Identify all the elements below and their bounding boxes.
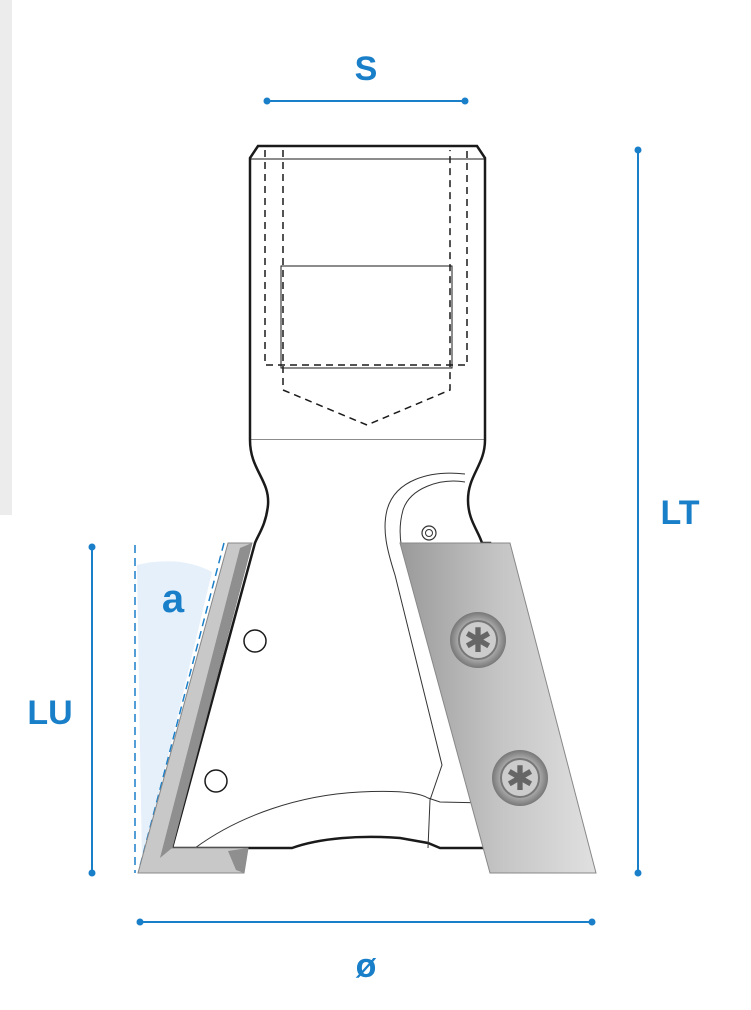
cutter-body	[170, 439, 492, 850]
angle-wedge	[137, 561, 212, 865]
shank	[248, 144, 487, 441]
pin	[421, 525, 437, 541]
torx-screw-icon: ✱	[492, 750, 548, 806]
svg-text:✱: ✱	[506, 760, 535, 798]
label-diameter: ø	[356, 947, 377, 985]
angle-reference-line	[138, 542, 225, 871]
hole	[204, 769, 228, 793]
side-panel-strip	[0, 0, 12, 515]
right-blade	[399, 542, 597, 874]
label-angle: a	[162, 577, 185, 621]
svg-text:✱: ✱	[464, 622, 493, 660]
label-lu: LU	[27, 694, 72, 732]
dimension-s	[263, 97, 469, 105]
dimension-lt	[634, 146, 642, 877]
left-blade-bevel	[160, 543, 252, 858]
left-blade-bevel-bottom	[228, 848, 248, 873]
pin-inner	[425, 529, 433, 537]
body-groove	[194, 790, 488, 849]
dimension-diameter	[136, 918, 596, 926]
hole	[243, 629, 267, 653]
dimension-lu	[88, 543, 96, 877]
label-lt: LT	[660, 494, 699, 532]
label-s: S	[355, 50, 378, 88]
body-inner-contour	[384, 472, 466, 849]
torx-screw-icon: ✱	[450, 612, 506, 668]
